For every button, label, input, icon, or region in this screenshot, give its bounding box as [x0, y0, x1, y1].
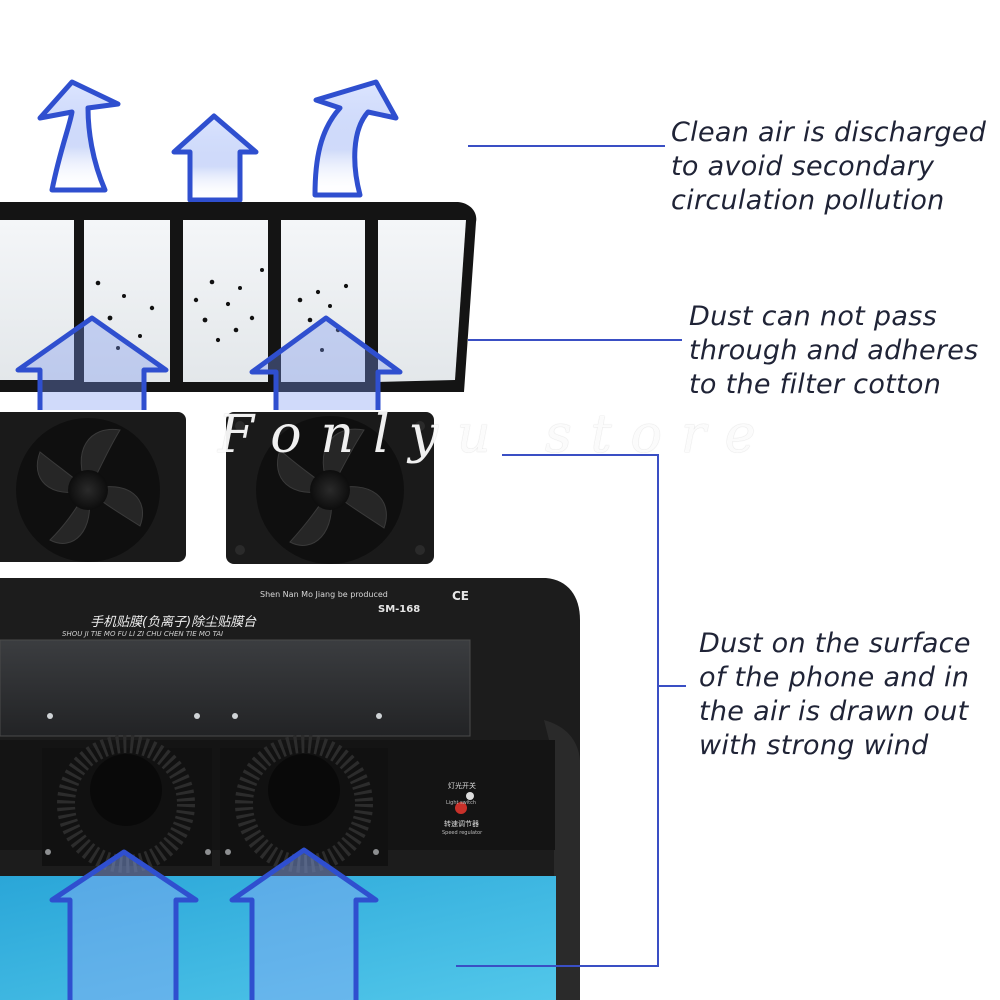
light-switch-label-cn: 灯光开关 — [448, 781, 476, 790]
clean-air-arrows — [37, 79, 399, 203]
ce-mark: CE — [452, 589, 469, 603]
intake-arrow-left — [49, 849, 199, 1000]
device-fan-right — [220, 735, 388, 873]
light-switch-label-en: Light switch — [446, 800, 476, 806]
blue-work-mat — [0, 876, 556, 1000]
discharge-arrow-center — [171, 113, 259, 203]
callout-line: to avoid secondary — [671, 151, 935, 182]
callout-line: with strong wind — [699, 730, 929, 761]
device-model-text: SM-168 — [378, 604, 420, 615]
callout-line: Dust can not pass — [689, 301, 937, 332]
device-fan-left — [42, 735, 212, 873]
filter-arrow-right — [249, 315, 403, 410]
intake-arrow-right — [229, 847, 379, 1000]
speed-regulator-knob-icon — [455, 802, 467, 814]
speed-regulator-label-cn: 转速调节器 — [444, 819, 479, 828]
speed-regulator-label-en: Speed regulator — [442, 830, 483, 836]
callout-line: through and adheres — [689, 335, 979, 366]
filter-arrow-left — [15, 315, 169, 410]
leader-lines — [456, 145, 686, 967]
device-title-cn: 手机贴膜(负离子)除尘贴膜台 — [90, 614, 257, 630]
fan-left — [0, 412, 186, 562]
dust-particles — [95, 268, 349, 352]
callout-line: Clean air is discharged — [671, 117, 987, 148]
device-maker-text: Shen Nan Mo Jiang be produced — [260, 590, 388, 599]
watermark-text: Fonlyu store — [218, 405, 775, 465]
callout-line: to the filter cotton — [689, 369, 942, 400]
callout-filter-cotton: Dust can not pass through and adheres to… — [689, 300, 979, 402]
fan-right — [226, 412, 434, 564]
callout-strong-wind: Dust on the surface of the phone and in … — [699, 627, 971, 763]
device-body — [0, 578, 580, 1000]
callout-line: the air is drawn out — [699, 696, 969, 727]
device-title-pinyin: SHOU JI TIE MO FU LI ZI CHU CHEN TIE MO … — [62, 630, 223, 638]
filter-cotton-cells — [0, 220, 466, 382]
leader-line-3 — [456, 454, 659, 967]
callout-clean-air: Clean air is discharged to avoid seconda… — [671, 116, 986, 218]
callout-line: of the phone and in — [699, 662, 970, 693]
callout-line: circulation pollution — [671, 185, 945, 216]
callout-line: Dust on the surface — [699, 628, 971, 659]
discharge-arrow-left — [37, 79, 121, 193]
light-switch-knob-icon — [466, 792, 474, 800]
discharge-arrow-right — [312, 79, 399, 198]
filter-panel — [0, 202, 477, 410]
